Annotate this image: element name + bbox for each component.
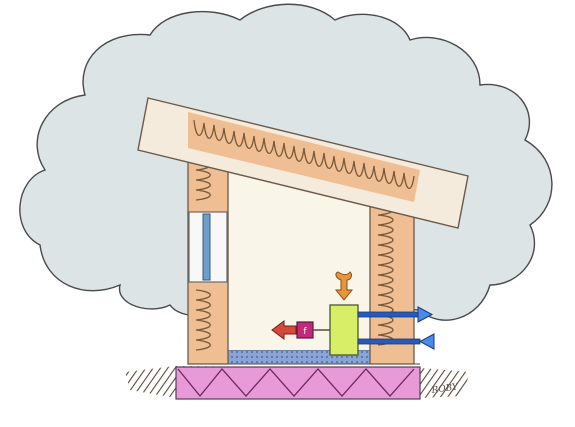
window: [189, 212, 227, 282]
exhaust-fan: f: [297, 322, 313, 338]
ventilation-unit: [330, 305, 358, 355]
foundation-insulation: [176, 367, 420, 399]
